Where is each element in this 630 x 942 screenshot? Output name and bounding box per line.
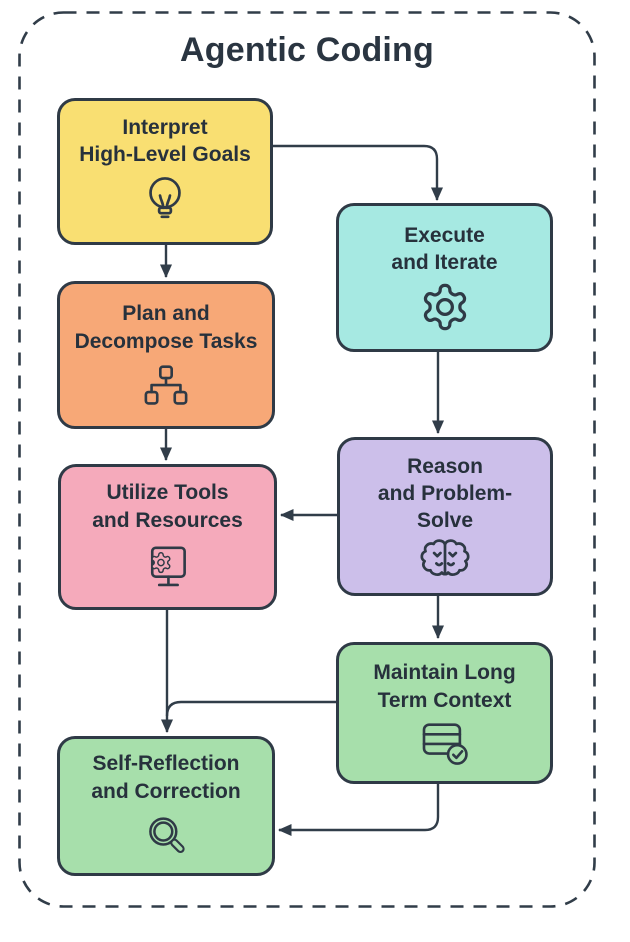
- node-self-reflection-and-correction: Self-Reflection and Correction: [57, 736, 275, 876]
- node-label: Interpret High-Level Goals: [79, 115, 251, 166]
- node-execute-and-iterate: Execute and Iterate: [336, 203, 553, 352]
- node-reason-and-problem-solve: Reason and Problem- Solve: [337, 437, 553, 596]
- edge-maintain-to-selfreflection-right: [278, 784, 440, 836]
- gear-monitor-icon: [150, 546, 186, 587]
- node-utilize-tools-and-resources: Utilize Tools and Resources: [58, 464, 277, 610]
- node-label: Plan and Decompose Tasks: [74, 302, 258, 353]
- hierarchy-icon: [144, 365, 188, 405]
- edge-maintain-to-selfreflection-merge: [165, 700, 336, 717]
- magnifier-icon: [149, 817, 185, 853]
- gear-icon: [423, 284, 466, 331]
- edge-interpret-to-execute: [273, 144, 443, 201]
- node-plan-and-decompose-tasks: Plan and Decompose Tasks: [57, 281, 275, 429]
- node-label: Maintain Long Term Context: [373, 661, 516, 712]
- lightbulb-icon: [149, 177, 181, 219]
- brain-icon: [420, 539, 470, 577]
- node-label: Utilize Tools and Resources: [92, 481, 243, 532]
- diagram-title: Agentic Coding: [180, 31, 434, 69]
- node-interpret-high-level-goals: Interpret High-Level Goals: [57, 98, 273, 245]
- node-label: Execute and Iterate: [391, 223, 498, 274]
- flow-arrows: [160, 144, 444, 836]
- node-label: Self-Reflection and Correction: [91, 752, 241, 803]
- database-check-icon: [422, 723, 468, 765]
- node-maintain-long-term-context: Maintain Long Term Context: [336, 642, 553, 784]
- node-label: Reason and Problem- Solve: [377, 454, 513, 533]
